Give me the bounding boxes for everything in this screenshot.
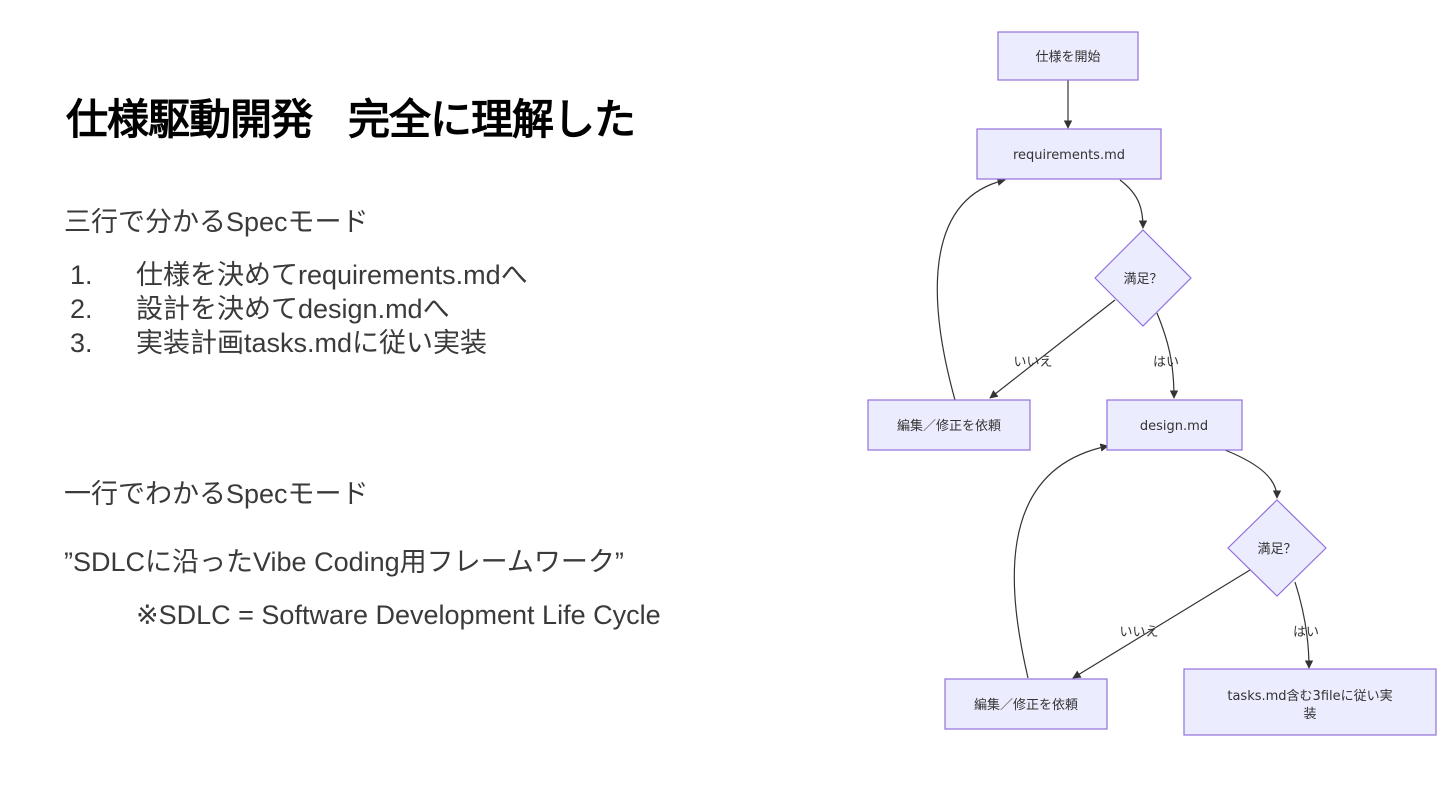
node-tasks: tasks.md含む3fileに従い実 装 — [1183, 668, 1437, 736]
node-edit-1: 編集／修正を依頼 — [867, 399, 1031, 451]
page-title: 仕様駆動開発完全に理解した — [66, 86, 636, 147]
three-line-list: 1. 仕様を決めてrequirements.mdへ 2. 設計を決めてdesign.… — [70, 258, 528, 360]
list-text: 仕様を決めてrequirements.mdへ — [136, 260, 528, 290]
node-start-label: 仕様を開始 — [1035, 50, 1100, 65]
edge-edit1-loop-to-requirements — [936, 177, 1006, 401]
edge-label-no-1: いいえ — [1013, 355, 1052, 370]
node-decision-2: 満足？ — [1227, 499, 1327, 597]
node-edit-1-label: 編集／修正を依頼 — [897, 418, 1001, 434]
list-number: 1. — [70, 260, 93, 290]
edge-label-yes-1: はい — [1153, 355, 1179, 370]
sdlc-note: ※SDLC = Software Development Life Cycle — [136, 600, 661, 630]
node-requirements: requirements.md — [976, 128, 1162, 180]
node-start: 仕様を開始 — [997, 31, 1139, 81]
list-item: 2. 設計を決めてdesign.mdへ — [70, 292, 528, 326]
node-edit-2-label: 編集／修正を依頼 — [974, 697, 1078, 713]
node-decision-2-label: 満足？ — [1257, 542, 1296, 557]
node-decision-1-label: 満足？ — [1123, 272, 1162, 287]
list-item: 1. 仕様を決めてrequirements.mdへ — [70, 258, 528, 292]
node-edit-2: 編集／修正を依頼 — [944, 678, 1108, 730]
list-text: 設計を決めてdesign.mdへ — [136, 294, 450, 324]
edge-design-to-decision2 — [1224, 449, 1282, 499]
three-line-heading: 三行で分かるSpecモード — [64, 207, 369, 237]
node-design: design.md — [1106, 399, 1243, 451]
one-line-heading: 一行でわかるSpecモード — [64, 479, 369, 509]
title-part-2: 完全に理解した — [348, 95, 636, 144]
edge-requirements-to-decision1 — [1119, 179, 1148, 229]
node-design-label: design.md — [1140, 419, 1208, 434]
list-item: 3. 実装計画tasks.mdに従い実装 — [70, 326, 528, 360]
list-number: 3. — [70, 328, 93, 358]
edge-label-yes-2: はい — [1293, 625, 1319, 640]
list-number: 2. — [70, 294, 93, 324]
edge-decision1-to-edit1 — [989, 299, 1116, 399]
list-text: 実装計画tasks.mdに従い実装 — [136, 328, 488, 358]
title-part-1: 仕様駆動開発 — [66, 95, 313, 144]
edge-decision1-to-design — [1156, 312, 1179, 399]
edge-edit2-loop-to-design — [1013, 443, 1109, 679]
edge-decision2-to-edit2 — [1072, 569, 1251, 679]
node-tasks-label-line-1: tasks.md含む3fileに従い実 — [1227, 688, 1392, 704]
edge-label-no-2: いいえ — [1119, 625, 1158, 640]
node-tasks-label-line-2: 装 — [1303, 707, 1316, 722]
node-decision-1: 満足？ — [1094, 229, 1192, 327]
one-line-quote: ”SDLCに沿ったVibe Coding用フレームワーク” — [64, 547, 624, 577]
edge-decision2-to-tasks — [1294, 581, 1314, 669]
node-requirements-label: requirements.md — [1013, 148, 1125, 163]
